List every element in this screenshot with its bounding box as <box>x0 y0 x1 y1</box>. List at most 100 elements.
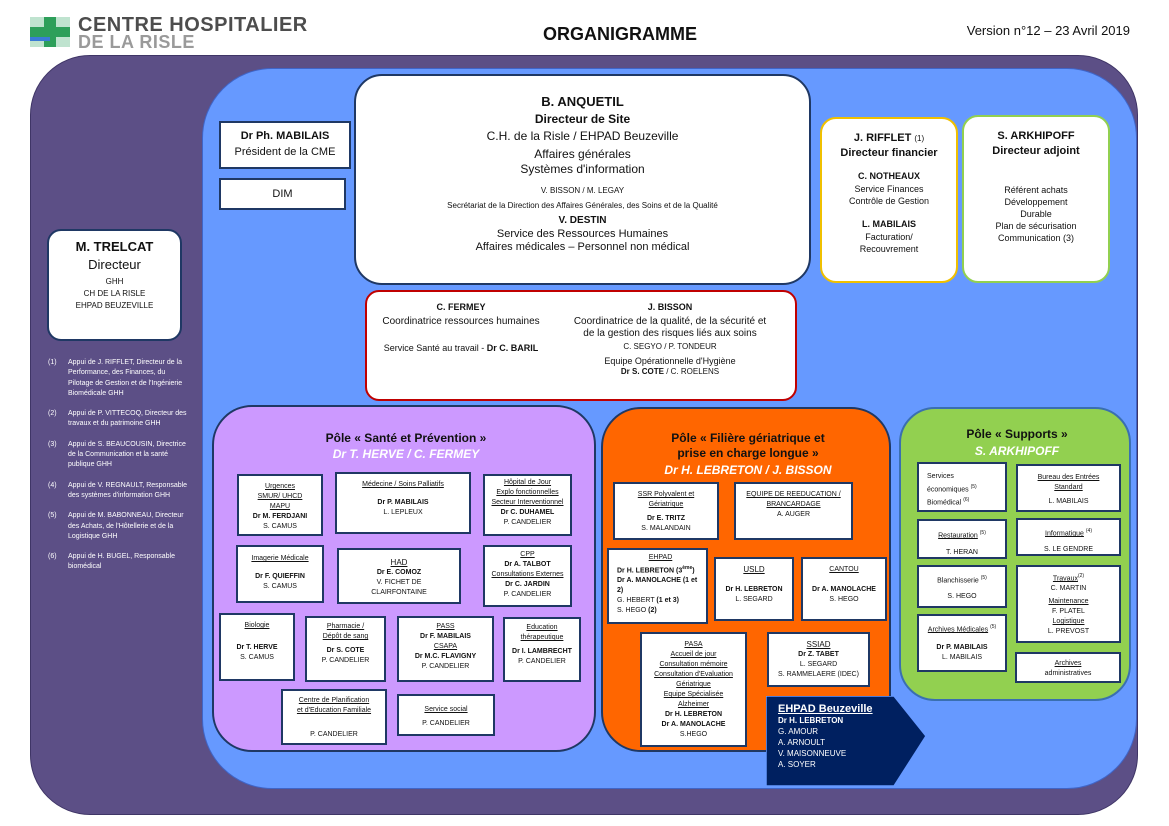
site-director-box: B. ANQUETIL Directeur de Site C.H. de la… <box>354 74 811 285</box>
finance-name3: L. MABILAIS <box>862 219 916 229</box>
logo-line2: DE LA RISLE <box>78 32 195 52</box>
unit-planification: Centre de Planification et d'Education F… <box>281 689 387 745</box>
finance-name-line: J. RIFFLET (1) <box>822 132 956 144</box>
unit-education: Education thérapeutique Dr I. LAMBRECHT … <box>503 617 581 682</box>
unit-restauration: Restauration (5) T. HERAN <box>917 519 1007 559</box>
cme-role: Président de la CME <box>234 146 336 158</box>
ehpad-beuzeville-title: EHPAD Beuzeville <box>778 703 873 715</box>
unit-hopital-jour: Hôpital de Jour Explo fonctionnelles Sec… <box>483 474 572 536</box>
unit-urgences: Urgences SMUR/ UHCD MAPU Dr M. FERDJANI … <box>237 474 323 536</box>
pole-supports-title: Pôle « Supports » <box>966 427 1068 441</box>
ehpad-beuzeville-content: EHPAD Beuzeville Dr H. LEBRETON G. AMOUR… <box>778 703 898 769</box>
deputy-line5: Communication (3) <box>997 233 1075 243</box>
unit-pass: PASS Dr F. MABILAIS CSAPA Dr M.C. FLAVIG… <box>397 616 494 682</box>
ehpad-beuzeville-person: A. ARNOULT <box>778 738 825 747</box>
unit-pasa: PASA Accueil de jour Consultation mémoir… <box>640 632 747 747</box>
unit-archives-medicales: Archives Médicales (5) Dr P. MABILAIS L.… <box>917 614 1007 672</box>
dim-box: DIM <box>219 178 346 210</box>
logo-line1: CENTRE HOSPITALIER <box>78 14 308 36</box>
coordination-right-people: C. SEGYO / P. TONDEUR <box>623 342 717 351</box>
unit-medecine: Médecine / Soins Palliatifs Dr P. MABILA… <box>335 472 471 534</box>
finance-l2: Contrôle de Gestion <box>848 196 930 206</box>
note-item: (5) Appui de M. BABONNEAU, Directeur des… <box>48 512 184 540</box>
coordination-left-service: Service Santé au travail - <box>383 343 487 353</box>
deputy-line1: Référent achats <box>1004 185 1068 195</box>
unit-had: HAD Dr E. COMOZ V. FICHET DE CLAIRFONTAI… <box>337 548 461 604</box>
coordination-right-role1: Coordinatrice de la qualité, de la sécur… <box>573 316 767 327</box>
ehpad-beuzeville-person: V. MAISONNEUVE <box>778 749 847 758</box>
notes-list: (1) Appui de J. RIFFLET, Directeur de la… <box>48 358 188 573</box>
director-line3: EHPAD BEUZEVILLE <box>75 301 154 310</box>
unit-cpp: CPP Dr A. TALBOT Consultations Externes … <box>483 545 572 607</box>
unit-ssr: SSR Polyvalent et Gériatrique Dr E. TRIT… <box>613 482 719 540</box>
finance-name: J. RIFFLET <box>853 132 912 144</box>
pole-sante-subtitle: Dr T. HERVE / C. FERMEY <box>332 447 480 461</box>
unit-travaux: Travaux(2) C. MARTIN Maintenance F. PLAT… <box>1016 565 1121 643</box>
finance-l3: Facturation/ <box>865 232 913 242</box>
site-director-name: B. ANQUETIL <box>541 94 624 109</box>
deputy-name: S. ARKHIPOFF <box>997 130 1075 142</box>
finance-l1: Service Finances <box>854 184 924 194</box>
ehpad-beuzeville-arrow <box>766 696 927 787</box>
director-role: Directeur <box>88 257 141 272</box>
deputy-director-box: S. ARKHIPOFF Directeur adjoint Référent … <box>962 115 1110 283</box>
site-director-people: V. BISSON / M. LEGAY <box>540 186 625 195</box>
note-item: (4) Appui de V. REGNAULT, Responsable de… <box>48 481 188 499</box>
site-director-line2: Systèmes d'information <box>520 162 645 176</box>
site-director-role: Directeur de Site <box>534 112 631 126</box>
pole-geriatrie-title1: Pôle « Filière gériatrique et <box>671 431 825 445</box>
unit-usld: USLD Dr H. LEBRETON L. SEGARD <box>714 557 794 621</box>
site-director-hr: Service des Ressources Humaines <box>496 228 669 240</box>
site-director-medical: Affaires médicales – Personnel non médic… <box>475 241 690 253</box>
unit-social: Service social P. CANDELIER <box>397 694 495 736</box>
coordination-left: C. FERMEY Coordinatrice ressources humai… <box>373 302 549 353</box>
deputy-line3: Durable <box>1020 209 1052 219</box>
unit-pharmacie: Pharmacie / Dépôt de sang Dr S. COTE P. … <box>305 616 386 682</box>
coordination-box: C. FERMEY Coordinatrice ressources humai… <box>365 290 797 401</box>
finance-sup: (1) <box>914 134 925 143</box>
pole-sante-title: Pôle « Santé et Prévention » <box>325 431 487 445</box>
coordination-right-team-other: / C. ROELENS <box>664 367 720 376</box>
unit-services-eco: Services économiques (5) Biomédical (6) <box>917 462 1007 512</box>
unit-reeducation: EQUIPE DE REEDUCATION / BRANCARDAGE A. A… <box>734 482 853 540</box>
site-director-org: C.H. de la Risle / EHPAD Beuzeville <box>486 129 679 143</box>
page-title: ORGANIGRAMME <box>543 24 697 44</box>
site-director-name2: V. DESTIN <box>558 215 607 226</box>
arrow-shape <box>766 696 927 787</box>
version-label: Version n°12 – 23 Avril 2019 <box>966 23 1130 38</box>
ehpad-beuzeville-person: A. SOYER <box>778 760 816 769</box>
finance-l4: Recouvrement <box>859 244 919 254</box>
note-item: (6) Appui de H. BUGEL, Responsable biomé… <box>48 553 176 571</box>
unit-biologie: Biologie Dr T. HERVE S. CAMUS <box>219 613 295 681</box>
coordination-right-name: J. BISSON <box>647 302 693 312</box>
finance-role: Directeur financier <box>840 147 938 159</box>
pole-supports-subtitle: S. ARKHIPOFF <box>974 444 1060 458</box>
note-item: (2) Appui de P. VITTECOQ, Directeur des … <box>48 410 187 428</box>
coordination-left-doctor: Dr C. BARIL <box>486 343 539 353</box>
director-line2: CH DE LA RISLE <box>83 289 146 298</box>
note-item: (3) Appui de S. BEAUCOUSIN, Directrice d… <box>48 440 186 469</box>
dim-label: DIM <box>272 188 293 200</box>
note-item: (1) Appui de J. RIFFLET, Directeur de la… <box>48 359 183 397</box>
coordination-left-role: Coordinatrice ressources humaines <box>382 316 540 327</box>
coordination-right-role2: de la gestion des risques liés aux soins <box>583 328 757 339</box>
deputy-line4: Plan de sécurisation <box>995 221 1077 231</box>
finance-name2: C. NOTHEAUX <box>857 171 920 181</box>
cme-box: Dr Ph. MABILAIS Président de la CME <box>219 121 351 169</box>
unit-ehpad: EHPAD Dr H. LEBRETON (3ème) Dr A. MANOLA… <box>607 548 708 624</box>
ehpad-beuzeville-person: G. AMOUR <box>778 727 819 736</box>
cme-name: Dr Ph. MABILAIS <box>240 130 330 142</box>
coordination-right-team-line: Dr S. COTE / C. ROELENS <box>555 367 785 376</box>
logo: CENTRE HOSPITALIER DE LA RISLE <box>28 13 318 53</box>
deputy-role: Directeur adjoint <box>992 145 1080 157</box>
pole-geriatrie-title2: prise en charge longue » <box>677 446 819 460</box>
deputy-line2: Développement <box>1004 197 1068 207</box>
unit-ssiad: SSIAD Dr Z. TABET L. SEGARD S. RAMMELAER… <box>767 632 870 687</box>
unit-archives-admin: Archives administratives <box>1015 652 1121 683</box>
site-director-line1: Affaires générales <box>534 147 631 161</box>
unit-bureau-entrees: Bureau des Entrées Standard L. MABILAIS <box>1016 464 1121 512</box>
ehpad-beuzeville-doctor: Dr H. LEBRETON <box>778 716 844 725</box>
unit-imagerie: Imagerie Médicale Dr F. QUIEFFIN S. CAMU… <box>236 545 324 603</box>
coordination-right: J. BISSON Coordinatrice de la qualité, d… <box>555 302 785 376</box>
director-box: M. TRELCAT Directeur GHH CH DE LA RISLE … <box>47 229 182 341</box>
